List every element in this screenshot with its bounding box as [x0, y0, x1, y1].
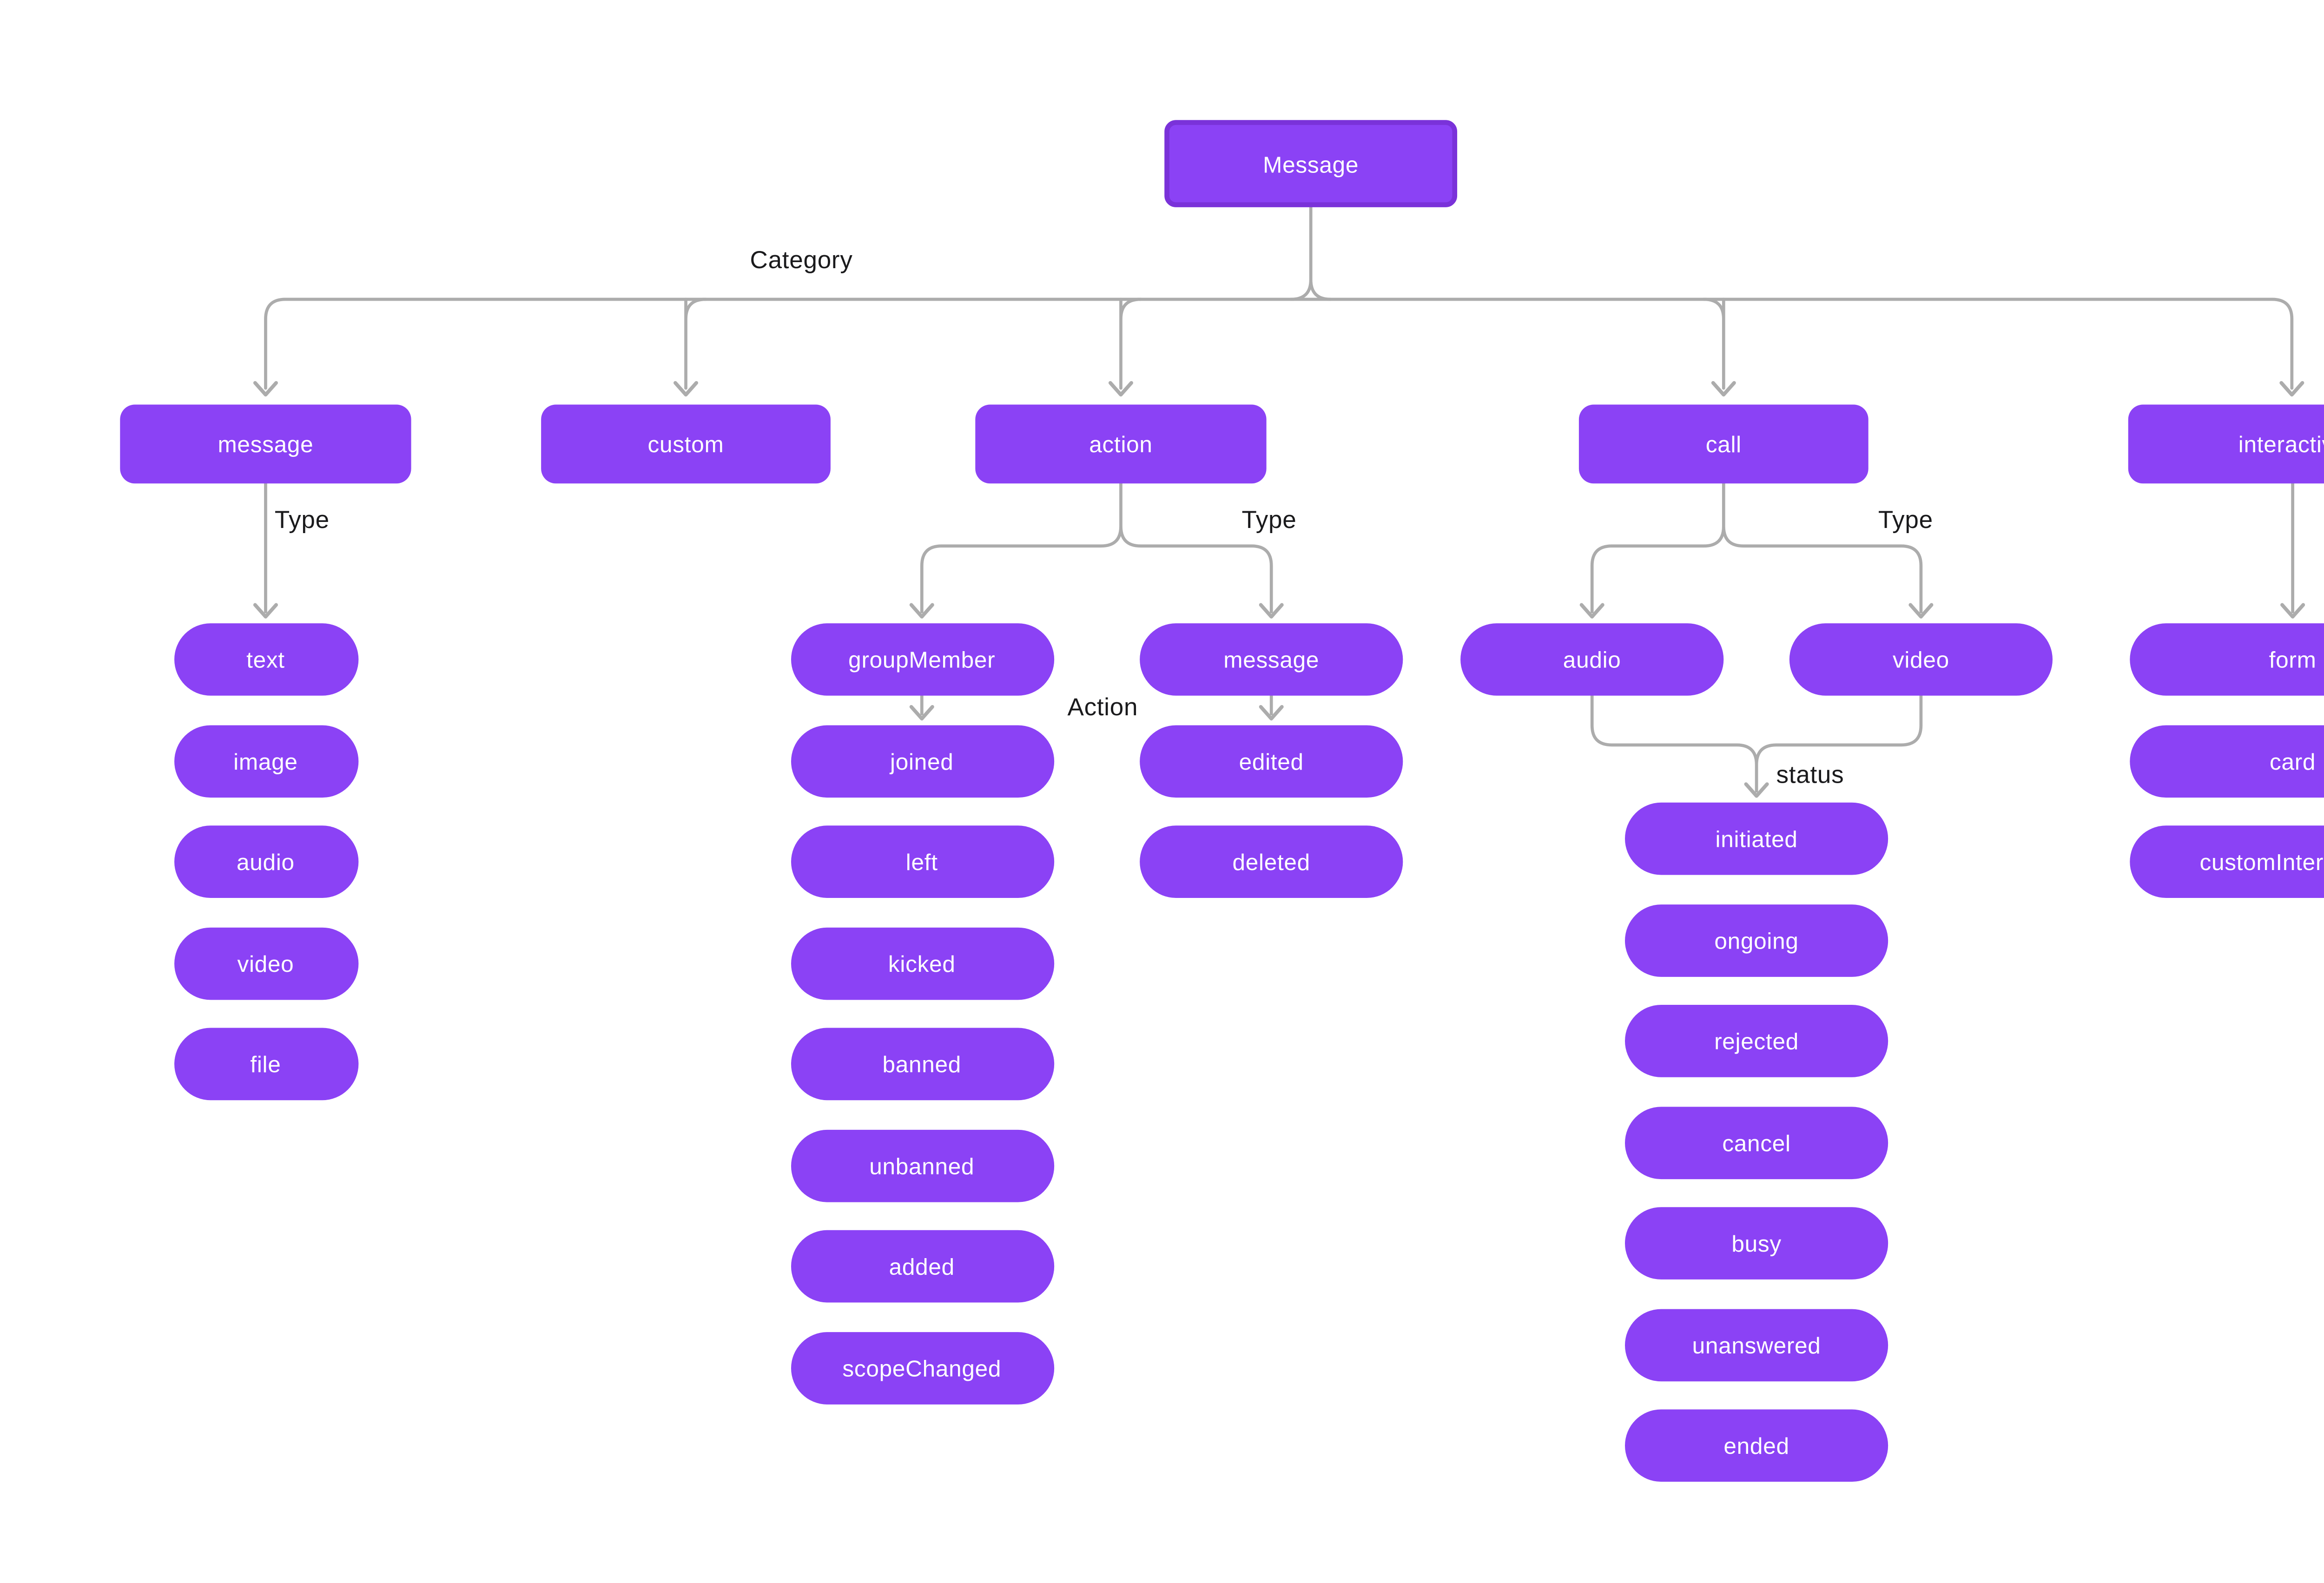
arrowhead-icon — [1579, 603, 1604, 619]
arrowhead-icon — [2279, 381, 2304, 397]
label-type-action: Type — [1241, 506, 1297, 534]
connector-call-merge — [1590, 694, 1923, 793]
node-gaction-banned: banned — [790, 1028, 1054, 1101]
arrowhead-icon — [673, 381, 699, 397]
node-message-root: Message — [1164, 120, 1458, 207]
node-cstatus-cancel: cancel — [1624, 1106, 1888, 1179]
node-cat-interactive: interactive — [2128, 404, 2324, 484]
node-cat-action: action — [975, 404, 1267, 484]
node-cat-custom: custom — [541, 404, 831, 484]
connector-root-stem — [1289, 205, 1332, 301]
connector-trunk-drop-custom — [684, 297, 707, 390]
connector-trunk-outline — [264, 297, 2294, 390]
connector-call-split — [1590, 481, 1923, 613]
label-category: Category — [750, 246, 853, 275]
label-type-message: Type — [274, 506, 330, 534]
node-itype-card: card — [2130, 724, 2324, 797]
node-mtype-audio: audio — [173, 825, 358, 898]
arrowhead-icon — [1908, 603, 1934, 619]
arrowhead-icon — [253, 603, 278, 619]
node-mtype-file: file — [173, 1028, 358, 1101]
node-gaction-scopechanged: scopeChanged — [790, 1331, 1054, 1404]
node-itype-custominteractive: customInteractive — [2130, 825, 2324, 898]
connector-trunk-drop-call — [1702, 297, 1725, 390]
arrowhead-icon — [1744, 782, 1769, 798]
label-action: Action — [1067, 694, 1138, 722]
node-itype-form: form — [2130, 623, 2324, 696]
node-mtype-video: video — [173, 926, 358, 999]
node-cstatus-ended: ended — [1624, 1409, 1888, 1482]
node-cstatus-rejected: rejected — [1624, 1004, 1888, 1077]
node-cstatus-unanswered: unanswered — [1624, 1308, 1888, 1381]
arrowhead-icon — [253, 381, 278, 397]
node-gaction-left: left — [790, 825, 1054, 898]
node-cstatus-busy: busy — [1624, 1207, 1888, 1280]
node-gaction-joined: joined — [790, 724, 1054, 797]
arrowhead-icon — [909, 603, 934, 619]
arrowhead-icon — [1259, 705, 1284, 721]
node-ctype-audio: audio — [1460, 623, 1724, 696]
arrowhead-icon — [909, 705, 934, 721]
node-mtype-image: image — [173, 724, 358, 797]
node-maction-edited: edited — [1140, 724, 1403, 797]
node-gaction-kicked: kicked — [790, 926, 1054, 999]
node-cat-call: call — [1578, 404, 1868, 484]
node-gaction-added: added — [790, 1230, 1054, 1303]
arrowhead-icon — [1259, 603, 1284, 619]
node-cstatus-ongoing: ongoing — [1624, 904, 1888, 976]
arrowhead-icon — [1108, 381, 1133, 397]
label-type-call: Type — [1878, 506, 1933, 534]
node-cstatus-initiated: initiated — [1624, 802, 1888, 875]
label-status: status — [1776, 761, 1844, 790]
node-atype-message: message — [1140, 623, 1403, 696]
arrowhead-icon — [2280, 603, 2305, 619]
node-maction-deleted: deleted — [1140, 825, 1403, 898]
node-cat-message: message — [120, 404, 411, 484]
connector-action-split — [920, 481, 1273, 613]
connector-trunk-drop-action — [1119, 297, 1142, 390]
node-ctype-video: video — [1789, 623, 2053, 696]
node-gaction-unbanned: unbanned — [790, 1129, 1054, 1201]
node-atype-groupmember: groupMember — [790, 623, 1054, 696]
node-mtype-text: text — [173, 623, 358, 696]
arrowhead-icon — [1711, 381, 1736, 397]
